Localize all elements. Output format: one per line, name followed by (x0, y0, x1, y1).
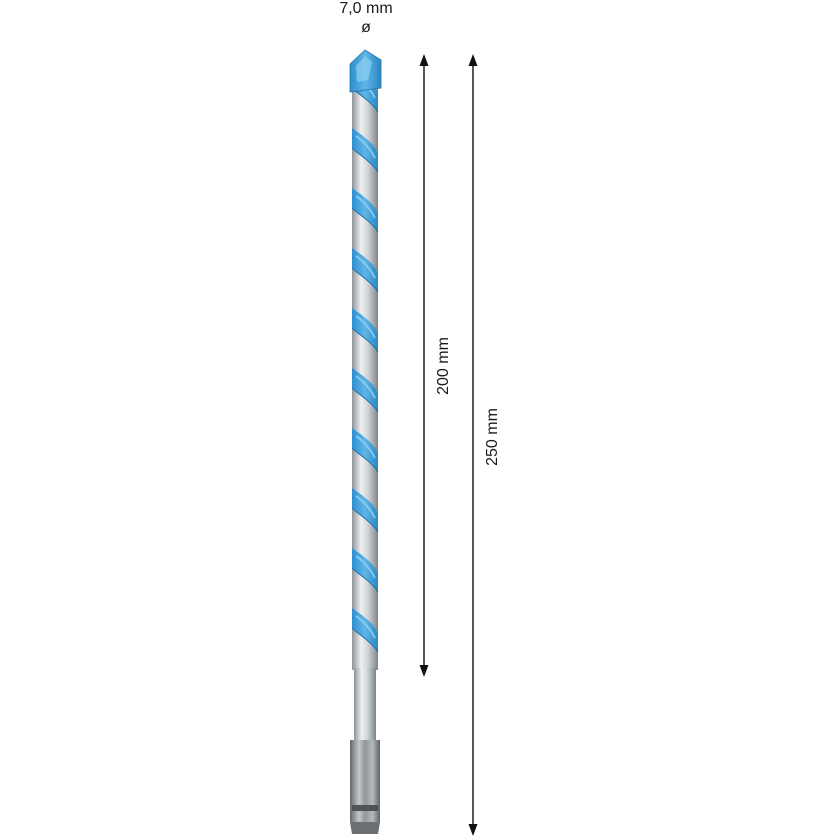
flute-highlight (355, 435, 376, 459)
working-length-arrow-top (419, 54, 429, 66)
drill-shank-end (350, 822, 380, 834)
drill-neck (354, 668, 376, 740)
flute-highlight (355, 375, 376, 399)
flute-edge (351, 267, 379, 293)
flute-edge (351, 207, 379, 233)
working-length-label: 200 mm (435, 337, 452, 395)
drill-tip-facet (356, 56, 372, 82)
flute-edge (351, 327, 379, 353)
total-length-arrow-bottom (468, 824, 478, 836)
flute-highlight (355, 255, 376, 279)
flute-highlight (355, 555, 376, 579)
flute-highlight (355, 195, 376, 219)
total-length-dimension: 250 mm (468, 54, 501, 836)
diameter-value-label: 7,0 mm (339, 0, 392, 17)
total-length-label: 250 mm (484, 408, 501, 466)
working-length-dimension: 200 mm (419, 54, 452, 677)
drill-bit-icon (349, 49, 382, 834)
flute-highlight (355, 495, 376, 519)
working-length-arrow-bottom (419, 665, 429, 677)
diameter-symbol: ø (361, 19, 371, 36)
flute-edge (351, 147, 379, 173)
flute-edge (351, 447, 379, 473)
total-length-arrow-top (468, 54, 478, 66)
flute-edge (351, 507, 379, 533)
drill-flutes (351, 82, 379, 653)
flute-highlight (355, 315, 376, 339)
flute-edge (351, 627, 379, 653)
flute-edge (351, 567, 379, 593)
flute-edge (351, 387, 379, 413)
drill-hex-groove (352, 805, 378, 811)
flute-highlight (355, 615, 376, 639)
flute-highlight (355, 135, 376, 159)
